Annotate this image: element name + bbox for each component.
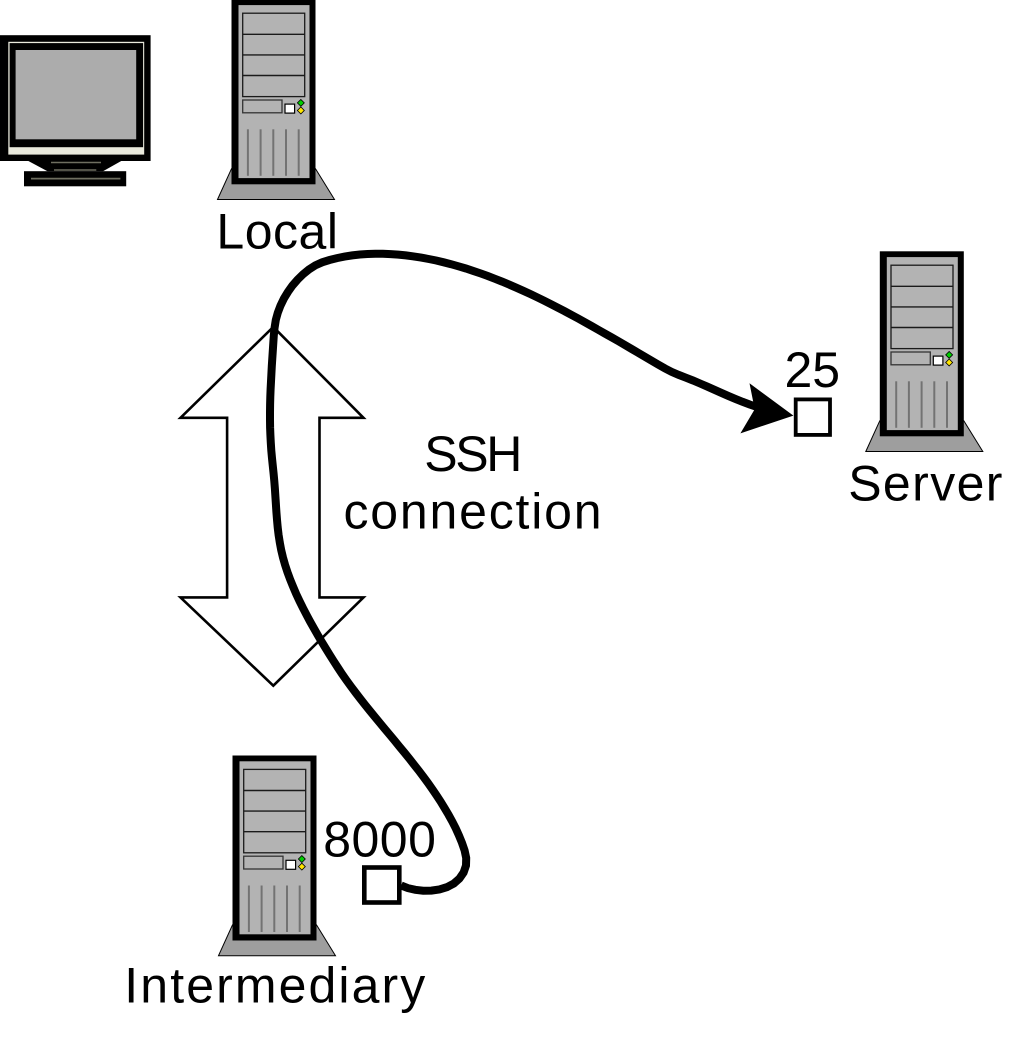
svg-text:connection: connection bbox=[344, 483, 604, 539]
svg-text:SSH: SSH bbox=[424, 426, 520, 482]
svg-text:8000: 8000 bbox=[323, 811, 436, 867]
svg-text:25: 25 bbox=[785, 342, 841, 398]
svg-text:Server: Server bbox=[848, 456, 1004, 512]
svg-text:Intermediary: Intermediary bbox=[124, 957, 427, 1013]
svg-text:Local: Local bbox=[216, 203, 338, 259]
